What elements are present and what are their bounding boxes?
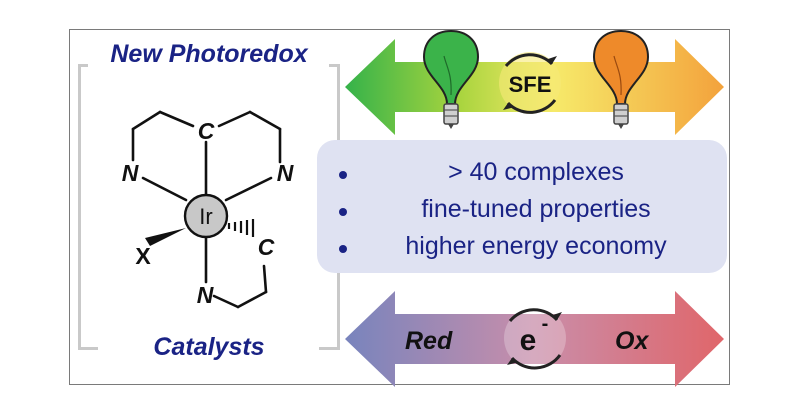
halide-label: X: [135, 243, 151, 269]
bullet-icon: [339, 171, 347, 179]
bond-line: [236, 290, 268, 309]
bond-line: [141, 176, 188, 202]
left-nitrogen-label: N: [122, 160, 139, 186]
list-item: higher energy economy: [317, 232, 727, 266]
wedge-bond: [145, 228, 186, 246]
catalyst-subtitle: Catalysts: [153, 333, 265, 361]
bond-line: [131, 110, 162, 131]
electron-cycle-icon: [504, 307, 566, 370]
ir-label: Ir: [199, 204, 212, 229]
electron-charge: -: [542, 313, 549, 335]
top-carbon-label: C: [198, 118, 215, 144]
bullet-text: higher energy economy: [405, 232, 667, 260]
bottom-nitrogen-label: N: [197, 282, 214, 308]
list-item: > 40 complexes: [317, 158, 727, 192]
bond-line: [262, 264, 268, 294]
red-label: Red: [405, 327, 453, 355]
side-carbon-label: C: [258, 234, 275, 260]
bond-line: [224, 176, 273, 202]
bond-line: [212, 294, 240, 309]
bond-line: [248, 110, 282, 131]
sfe-label: SFE: [509, 72, 552, 97]
hashed-bond: [227, 219, 255, 237]
bond-line: [158, 110, 195, 128]
properties-box: > 40 complexes fine-tuned properties hig…: [317, 140, 727, 273]
iridium-center: [183, 193, 229, 239]
ox-label: Ox: [615, 327, 649, 355]
orange-lightbulb-icon: [592, 29, 650, 129]
bullet-icon: [339, 245, 347, 253]
bullet-icon: [339, 208, 347, 216]
figure-border: [69, 29, 730, 385]
bond-line: [217, 110, 252, 128]
redox-double-arrow: [345, 291, 724, 387]
bullet-text: > 40 complexes: [448, 158, 624, 186]
electron-symbol: e: [520, 324, 537, 357]
list-item: fine-tuned properties: [317, 195, 727, 229]
catalyst-title: New Photoredox: [110, 40, 308, 68]
right-nitrogen-label: N: [277, 160, 294, 186]
bullet-text: fine-tuned properties: [421, 195, 651, 223]
sfe-cycle-icon: [499, 52, 561, 114]
green-lightbulb-icon: [422, 29, 480, 129]
